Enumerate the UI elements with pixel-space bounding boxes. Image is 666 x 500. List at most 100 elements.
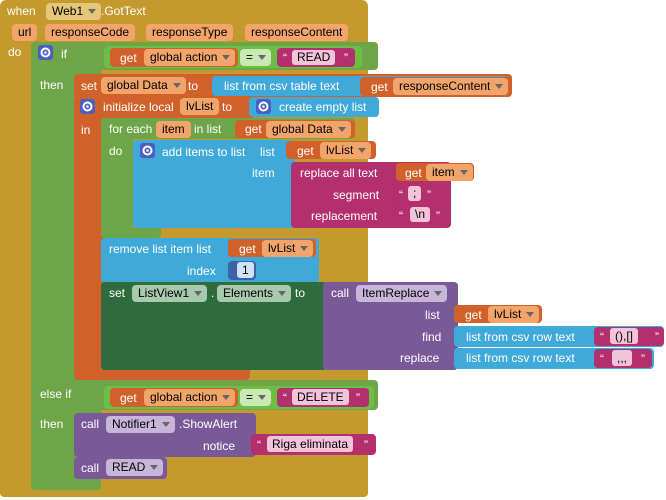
get-label: get bbox=[405, 166, 422, 180]
to-label: to bbox=[222, 100, 233, 114]
initialize-local-label: initialize local bbox=[103, 100, 174, 114]
quote-open-icon: “ bbox=[283, 51, 287, 65]
get-label: get bbox=[245, 122, 262, 136]
component-dropdown-notifier1[interactable]: Notifier1 bbox=[106, 416, 175, 433]
quote-open-icon: “ bbox=[399, 209, 403, 223]
call-label: call bbox=[81, 461, 100, 475]
text-value-semicolon[interactable]: ; bbox=[408, 186, 422, 201]
get-label: get bbox=[120, 51, 137, 65]
mutator-gear-icon[interactable] bbox=[38, 45, 53, 60]
to-label: to bbox=[188, 79, 199, 93]
get-label: get bbox=[465, 308, 482, 322]
quote-close-icon: ” bbox=[436, 209, 440, 223]
then-label-2: then bbox=[40, 417, 64, 431]
number-value-1[interactable]: 1 bbox=[237, 262, 254, 278]
var-dropdown-lvlist-3[interactable]: lvList bbox=[488, 306, 540, 323]
get-label: get bbox=[297, 144, 314, 158]
text-value-newline[interactable]: \n bbox=[410, 207, 431, 222]
text-value-replace[interactable]: ,,, bbox=[612, 350, 633, 366]
set-label: set bbox=[109, 286, 126, 300]
text-value-read[interactable]: READ bbox=[292, 50, 336, 65]
create-empty-list-block[interactable] bbox=[249, 97, 379, 117]
var-dropdown-global-action-1[interactable]: global action bbox=[144, 49, 236, 66]
get-label: get bbox=[371, 80, 388, 94]
arg-find-label: find bbox=[422, 330, 442, 344]
procedure-dropdown-read[interactable]: READ bbox=[106, 459, 164, 476]
var-dropdown-global-data-2[interactable]: global Data bbox=[266, 121, 351, 138]
notice-label: notice bbox=[203, 439, 236, 453]
var-dropdown-global-data[interactable]: global Data bbox=[101, 77, 186, 94]
set-label: set bbox=[81, 79, 98, 93]
mutator-gear-icon[interactable] bbox=[80, 99, 95, 114]
quote-close-icon: ” bbox=[641, 352, 645, 366]
segment-label: segment bbox=[333, 188, 380, 202]
if-label: if bbox=[61, 47, 67, 61]
index-label: index bbox=[187, 264, 216, 278]
var-dropdown-lvlist-2[interactable]: lvList bbox=[262, 240, 314, 257]
var-dropdown-global-action-2[interactable]: global action bbox=[144, 389, 236, 406]
call-label: call bbox=[331, 286, 350, 300]
param-responsecontent[interactable]: responseContent bbox=[245, 24, 349, 41]
dot-separator: . bbox=[211, 286, 215, 300]
call-label: call bbox=[81, 417, 100, 431]
component-dropdown-web1[interactable]: Web1 bbox=[46, 3, 102, 20]
var-dropdown-lvlist-1[interactable]: lvList bbox=[320, 142, 372, 159]
arg-replace-label: replace bbox=[400, 351, 440, 365]
property-dropdown-elements[interactable]: Elements bbox=[217, 285, 292, 302]
when-label: when bbox=[7, 4, 36, 18]
param-url[interactable]: url bbox=[12, 24, 38, 41]
param-responsetype[interactable]: responseType bbox=[146, 24, 234, 41]
local-var-lvlist[interactable]: lvList bbox=[180, 98, 220, 115]
quote-close-icon: ” bbox=[427, 188, 431, 202]
arg-list-label: list bbox=[425, 308, 440, 322]
list-from-csv-table-label: list from csv table text bbox=[224, 79, 340, 93]
in-label: in bbox=[81, 123, 91, 137]
loop-var-item[interactable]: item bbox=[156, 121, 191, 138]
method-label-showalert: .ShowAlert bbox=[179, 417, 238, 431]
quote-close-icon: ” bbox=[356, 391, 360, 405]
mutator-gear-icon[interactable] bbox=[140, 143, 155, 158]
text-value-riga-eliminata[interactable]: Riga eliminata bbox=[267, 436, 354, 452]
param-responsecode[interactable]: responseCode bbox=[45, 24, 136, 41]
component-dropdown-listview1[interactable]: ListView1 bbox=[132, 285, 208, 302]
list-from-csv-row-label-2: list from csv row text bbox=[466, 351, 575, 365]
do-label: do bbox=[8, 45, 22, 59]
in-list-label: in list bbox=[194, 122, 222, 136]
list-label: list bbox=[260, 145, 275, 159]
quote-close-icon: ” bbox=[344, 51, 348, 65]
quote-close-icon: ” bbox=[364, 438, 368, 452]
initialize-local-footer bbox=[74, 370, 250, 380]
to-label: to bbox=[295, 286, 306, 300]
item-label: item bbox=[252, 166, 275, 180]
do-label: do bbox=[109, 144, 123, 158]
event-name-label: .GotText bbox=[101, 4, 146, 18]
quote-close-icon: ” bbox=[655, 330, 659, 344]
var-dropdown-item[interactable]: item bbox=[426, 164, 473, 181]
add-items-to-list-block[interactable] bbox=[133, 140, 295, 228]
for-each-label: for each bbox=[109, 122, 153, 136]
quote-open-icon: “ bbox=[283, 391, 287, 405]
list-from-csv-row-label-1: list from csv row text bbox=[466, 330, 575, 344]
mutator-gear-icon[interactable] bbox=[256, 99, 271, 114]
operator-dropdown-2[interactable]: = bbox=[240, 389, 272, 406]
replace-all-text-label: replace all text bbox=[300, 166, 378, 180]
quote-open-icon: “ bbox=[399, 188, 403, 202]
procedure-dropdown-itemreplace[interactable]: ItemReplace bbox=[356, 285, 448, 302]
quote-open-icon: “ bbox=[257, 438, 261, 452]
var-dropdown-responsecontent[interactable]: responseContent bbox=[393, 78, 509, 95]
quote-open-icon: “ bbox=[600, 352, 604, 366]
else-if-label-front: else if bbox=[40, 387, 72, 401]
get-label: get bbox=[120, 391, 137, 405]
text-value-delete[interactable]: DELETE bbox=[292, 389, 349, 405]
replacement-label: replacement bbox=[311, 209, 378, 223]
initialize-local-block[interactable] bbox=[74, 96, 104, 380]
create-empty-list-label: create empty list bbox=[279, 100, 367, 114]
quote-open-icon: “ bbox=[600, 330, 604, 344]
remove-list-item-label: remove list item list bbox=[109, 242, 212, 256]
operator-dropdown-1[interactable]: = bbox=[240, 49, 272, 66]
get-label: get bbox=[239, 242, 256, 256]
add-items-label: add items to list bbox=[162, 145, 246, 159]
text-value-find[interactable]: (),[] bbox=[610, 328, 638, 344]
for-each-footer bbox=[101, 228, 161, 238]
then-label: then bbox=[40, 78, 64, 92]
